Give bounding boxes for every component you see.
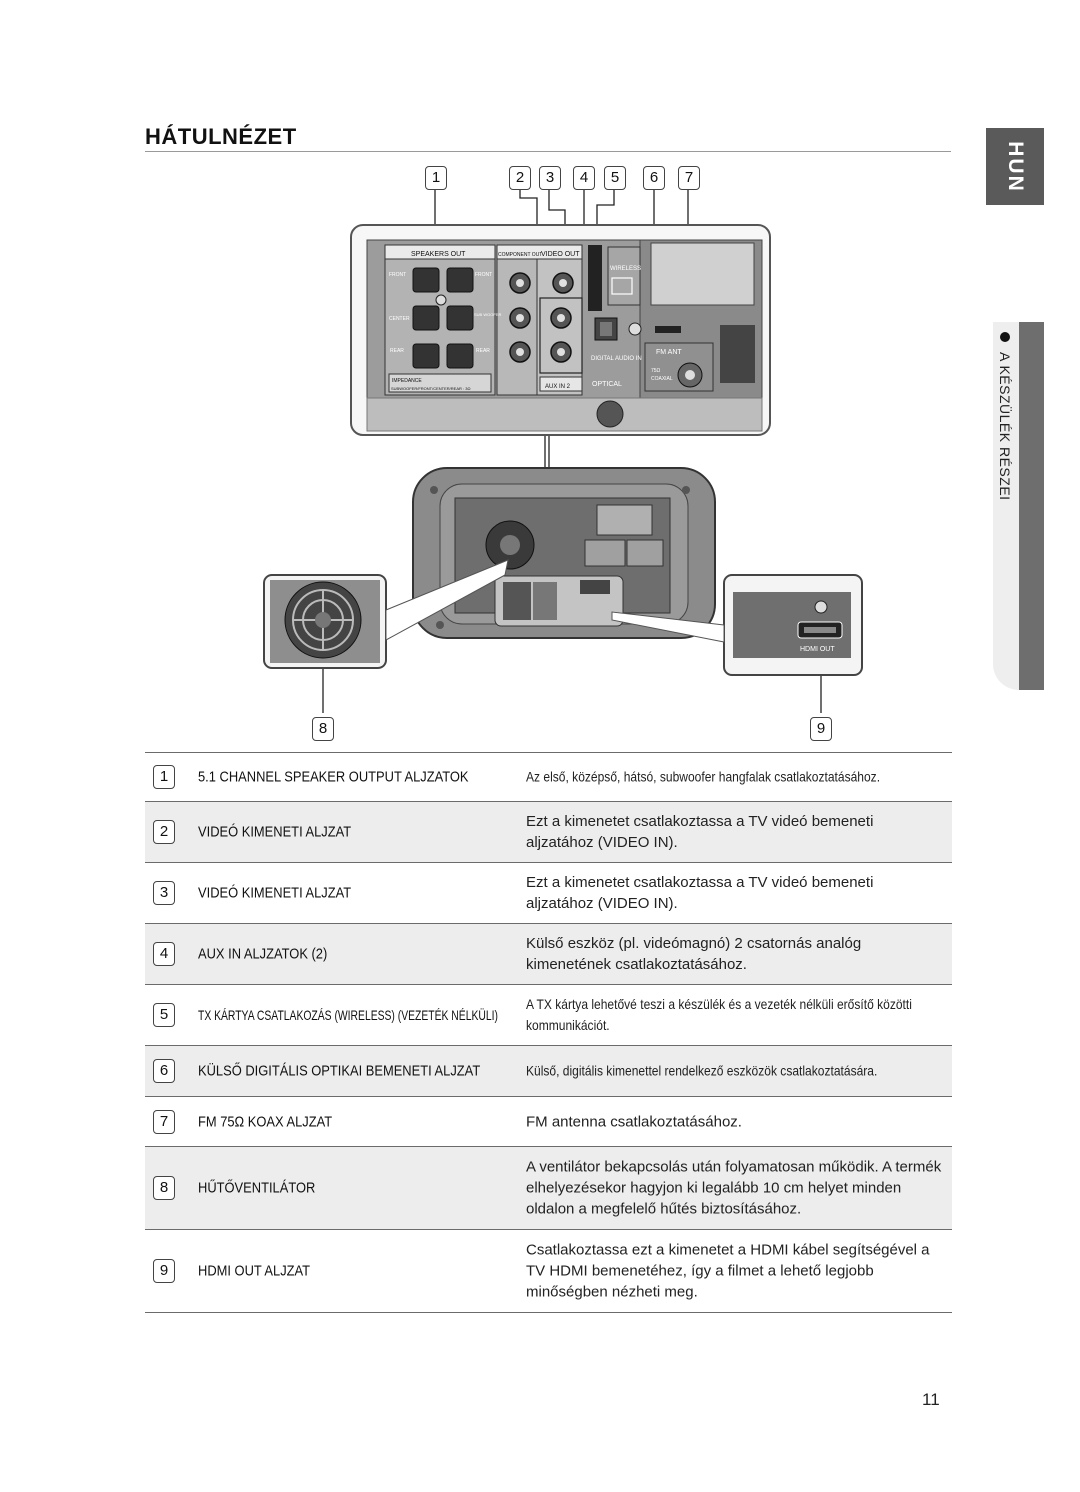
- page-title: HÁTULNÉZET: [145, 124, 297, 149]
- label-front-left: FRONT: [389, 272, 406, 278]
- row-description: A TX kártya lehetővé teszi a készülék és…: [526, 996, 912, 1033]
- table-row: 9 HDMI OUT ALJZAT Csatlakoztassa ezt a k…: [145, 1230, 952, 1313]
- callout-7: 7: [678, 166, 700, 190]
- callout-5: 5: [604, 166, 626, 190]
- parts-table: 1 5.1 CHANNEL SPEAKER OUTPUT ALJZATOK Az…: [145, 752, 952, 1313]
- bullet-icon: [1000, 332, 1010, 342]
- table-row: 1 5.1 CHANNEL SPEAKER OUTPUT ALJZATOK Az…: [145, 752, 952, 802]
- title-divider: [145, 151, 951, 152]
- callout-1: 1: [425, 166, 447, 190]
- table-row: 8 HŰTŐVENTILÁTOR A ventilátor bekapcsolá…: [145, 1147, 952, 1230]
- callout-4: 4: [573, 166, 595, 190]
- row-label: TX KÁRTYA CSATLAKOZÁS (WIRELESS) (VEZETÉ…: [198, 1007, 498, 1023]
- label-rear-right: REAR: [476, 348, 490, 354]
- row-description: Csatlakoztassa ezt a kimenetet a HDMI ká…: [526, 1241, 930, 1301]
- page-number: 11: [922, 1390, 940, 1409]
- callout-2: 2: [509, 166, 531, 190]
- row-description: FM antenna csatlakoztatásához.: [526, 1113, 742, 1130]
- label-aux-in-2: AUX IN 2: [545, 384, 571, 390]
- row-label: 5.1 CHANNEL SPEAKER OUTPUT ALJZATOK: [198, 768, 469, 786]
- row-number: 5: [153, 1003, 175, 1027]
- row-description: Külső eszköz (pl. videómagnó) 2 csatorná…: [526, 935, 862, 973]
- row-number: 4: [153, 942, 175, 966]
- table-row: 7 FM 75Ω KOAX ALJZAT FM antenna csatlako…: [145, 1097, 952, 1147]
- row-label: KÜLSŐ DIGITÁLIS OPTIKAI BEMENETI ALJZAT: [198, 1062, 481, 1080]
- row-description: Ezt a kimenetet csatlakoztassa a TV vide…: [526, 874, 874, 912]
- section-tab: A KÉSZÜLÉK RÉSZEI: [993, 322, 1044, 690]
- row-label: HŰTŐVENTILÁTOR: [198, 1179, 316, 1197]
- row-description: Ezt a kimenetet csatlakoztassa a TV vide…: [526, 813, 874, 851]
- row-number: 1: [153, 765, 175, 789]
- row-number: 7: [153, 1109, 175, 1134]
- row-number: 8: [153, 1176, 175, 1200]
- label-fm-ant: FM ANT: [656, 349, 682, 356]
- language-tab: HUN: [986, 128, 1044, 205]
- label-impedance: IMPEDANCE: [392, 378, 422, 384]
- label-hdmi-out: HDMI OUT: [800, 646, 835, 653]
- row-label: HDMI OUT ALJZAT: [198, 1262, 311, 1280]
- row-number: 6: [153, 1059, 175, 1083]
- callout-9: 9: [810, 717, 832, 741]
- row-number: 2: [153, 820, 175, 844]
- row-label: AUX IN ALJZATOK (2): [198, 945, 328, 963]
- label-subwoofer: SUB WOOFER: [474, 312, 501, 317]
- table-row: 4 AUX IN ALJZATOK (2) Külső eszköz (pl. …: [145, 924, 952, 985]
- table-row: 2 VIDEÓ KIMENETI ALJZAT Ezt a kimenetet …: [145, 802, 952, 863]
- label-speakers-out: SPEAKERS OUT: [411, 251, 466, 258]
- table-row: 6 KÜLSŐ DIGITÁLIS OPTIKAI BEMENETI ALJZA…: [145, 1046, 952, 1097]
- row-label: FM 75Ω KOAX ALJZAT: [198, 1113, 333, 1130]
- row-number: 3: [153, 881, 175, 905]
- table-row: 5 TX KÁRTYA CSATLAKOZÁS (WIRELESS) (VEZE…: [145, 985, 952, 1046]
- table-row: 3 VIDEÓ KIMENETI ALJZAT Ezt a kimenetet …: [145, 863, 952, 924]
- label-center: CENTER: [389, 316, 410, 322]
- rear-view-figure: SPEAKERS OUT COMPONENT OUT VIDEO OUT WIR…: [263, 166, 863, 741]
- row-description: Az első, középső, hátsó, subwoofer hangf…: [526, 768, 881, 785]
- row-description: Külső, digitális kimenettel rendelkező e…: [526, 1062, 878, 1079]
- label-optical: OPTICAL: [592, 381, 622, 388]
- label-digital-audio-in: DIGITAL AUDIO IN: [591, 356, 642, 362]
- label-front-right: FRONT: [475, 272, 492, 278]
- label-rear-left: REAR: [390, 348, 404, 354]
- label-coaxial-75: 75Ω: [651, 368, 661, 374]
- label-video-out: VIDEO OUT: [541, 251, 580, 258]
- label-impedance-detail: SUBWOOFER/FRONT/CENTER/REAR : 3Ω: [391, 386, 470, 391]
- row-label: VIDEÓ KIMENETI ALJZAT: [198, 884, 352, 902]
- row-label: VIDEÓ KIMENETI ALJZAT: [198, 823, 352, 841]
- label-coaxial: COAXIAL: [651, 376, 673, 382]
- callout-8: 8: [312, 717, 334, 741]
- callout-6: 6: [643, 166, 665, 190]
- label-wireless: WIRELESS: [610, 266, 641, 272]
- callout-3: 3: [539, 166, 561, 190]
- row-number: 9: [153, 1259, 175, 1283]
- rear-view-diagram: SPEAKERS OUT COMPONENT OUT VIDEO OUT WIR…: [263, 189, 863, 713]
- row-description: A ventilátor bekapcsolás után folyamatos…: [526, 1158, 942, 1218]
- label-component-out: COMPONENT OUT: [498, 252, 542, 258]
